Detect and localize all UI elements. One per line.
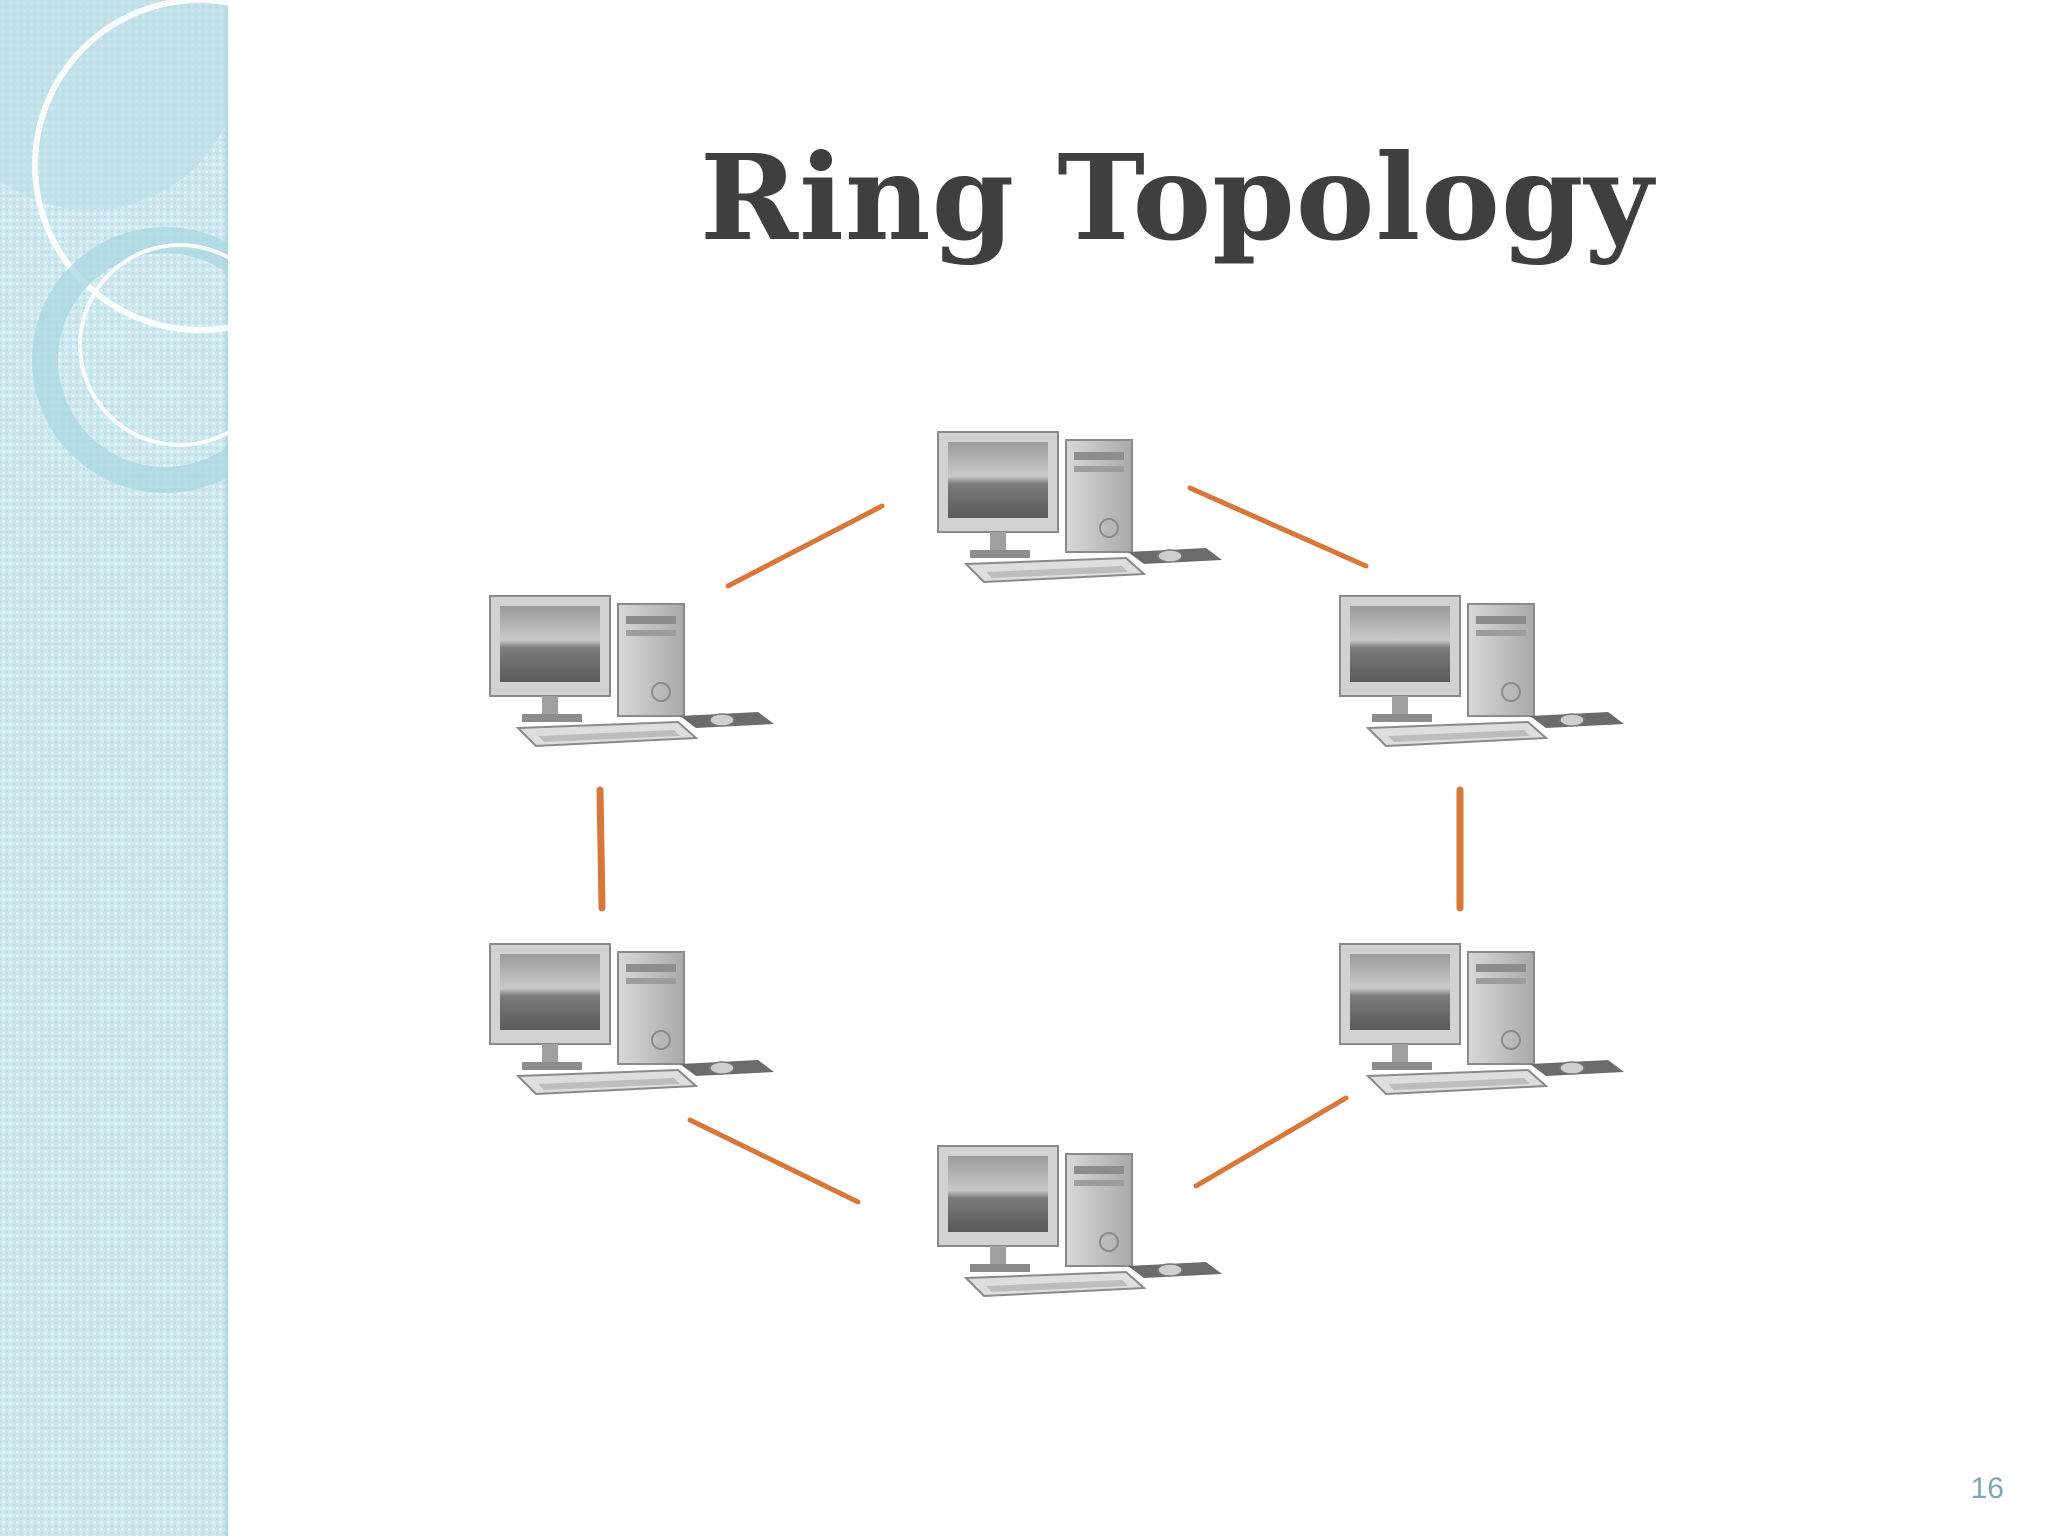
link-top-left-to-top [725,503,885,589]
slide-number: 16 [1970,1472,2004,1505]
computer-top-left-icon [489,595,775,747]
link-bottom-to-bottom-left [687,1117,861,1205]
computer-bottom-icon [937,1145,1223,1297]
computer-bottom-right-icon [1339,943,1625,1095]
computer-top-icon [937,431,1223,583]
computer-top-right-icon [1339,595,1625,747]
link-top-to-top-right [1187,485,1369,569]
slide-title: Ring Topology [700,128,1655,267]
computer-bottom-left-icon [489,943,775,1095]
ring-topology-diagram [489,431,1625,1297]
link-bottom-right-to-bottom [1193,1095,1349,1189]
decorative-circles-icon [0,0,228,493]
link-bottom-left-to-top-left [596,786,606,912]
